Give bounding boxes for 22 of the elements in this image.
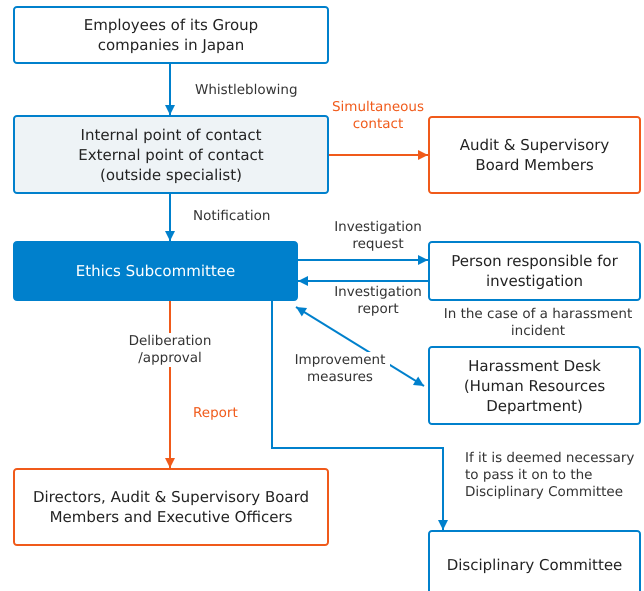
arrow [298,276,428,286]
recipient-box: Directors, Audit & Supervisory Board Members and Executive Officers [13,468,329,546]
committee-box: Ethics Subcommittee [13,241,298,301]
process-box: Harassment Desk (Human Resources Department) [428,346,641,425]
process-box: Disciplinary Committee [428,530,641,591]
arrow [271,301,448,530]
arrow [165,194,175,241]
node-caption: In the case of a harassment incident [442,306,634,340]
process-box: Employees of its Group companies in Japan [13,6,329,64]
edge-label: Simultaneous contact [330,99,426,133]
node-caption: If it is deemed necessary to pass it on to the Disciplinary Committee [465,450,636,501]
arrow [298,255,428,265]
edge-label: Whistleblowing [195,82,299,99]
edge-label: Investigation request [333,219,423,253]
recipient-box: Audit & Supervisory Board Members [428,116,641,194]
edge-label: Notification [193,208,272,225]
contact-box: Internal point of contact External point of contact (outside specialist) [13,115,329,194]
process-box: Person responsible for investigation [428,241,641,301]
edge-label: Investigation report [333,284,423,318]
arrow [165,64,175,115]
edge-label: Report [193,405,239,422]
arrow [329,150,428,160]
